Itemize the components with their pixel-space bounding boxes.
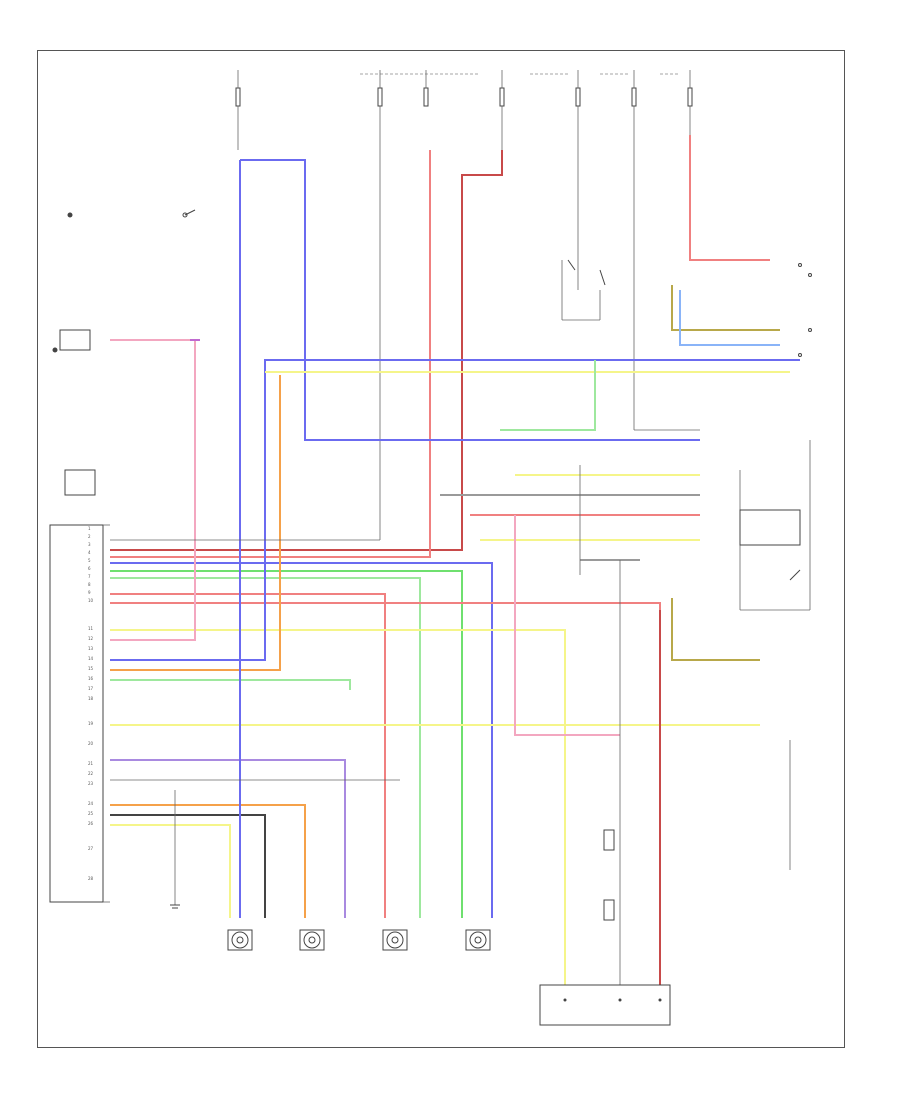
svg-text:18: 18 xyxy=(88,696,94,701)
wire-yellow-3 xyxy=(110,824,231,918)
switch-symbols xyxy=(52,209,812,921)
svg-text:12: 12 xyxy=(88,636,94,641)
svg-text:26: 26 xyxy=(88,821,94,826)
svg-text:2: 2 xyxy=(88,534,91,539)
wire-green-1 xyxy=(110,570,463,918)
fuse-7 xyxy=(687,87,693,107)
svg-text:20: 20 xyxy=(88,741,94,746)
wire-lightblue-1 xyxy=(679,290,780,346)
sensor-rear-right xyxy=(465,929,491,951)
ecu-module xyxy=(49,524,110,903)
wire-orange-2 xyxy=(110,804,306,918)
svg-text:14: 14 xyxy=(88,656,94,661)
svg-text:17: 17 xyxy=(88,686,94,691)
wire-blue-3 xyxy=(240,159,700,441)
wire-yellow-1 xyxy=(110,629,566,985)
wire-orange-1 xyxy=(110,375,281,671)
wire-red-5 xyxy=(689,135,770,261)
wire-olive-2 xyxy=(671,598,760,661)
svg-text:3: 3 xyxy=(88,542,91,547)
wire-red-1 xyxy=(110,150,503,551)
svg-text:23: 23 xyxy=(88,781,94,786)
svg-text:13: 13 xyxy=(88,646,94,651)
fuse-group xyxy=(235,87,693,107)
wire-purple-1 xyxy=(110,759,346,918)
fuse-2 xyxy=(377,87,383,107)
wire-pink-1 xyxy=(110,339,196,641)
svg-text:11: 11 xyxy=(88,626,94,631)
svg-text:15: 15 xyxy=(88,666,94,671)
diagram-frame xyxy=(37,50,845,1048)
wire-red-2 xyxy=(110,150,431,558)
wire-red-3 xyxy=(110,593,386,918)
svg-text:28: 28 xyxy=(88,876,94,881)
svg-text:10: 10 xyxy=(88,598,94,603)
wire-pink-2 xyxy=(514,515,620,736)
svg-text:25: 25 xyxy=(88,811,94,816)
ground-symbol xyxy=(170,904,180,909)
fuse-5 xyxy=(575,87,581,107)
wire-blue-2 xyxy=(110,359,800,661)
feed-lines xyxy=(237,70,700,540)
svg-text:4: 4 xyxy=(88,550,91,555)
svg-text:19: 19 xyxy=(88,721,94,726)
wire-black-1 xyxy=(110,814,266,918)
svg-text:9: 9 xyxy=(88,590,91,595)
svg-text:16: 16 xyxy=(88,676,94,681)
wire-green-3 xyxy=(110,679,351,690)
sensor-rear-left xyxy=(382,929,408,951)
ground-lines xyxy=(110,440,811,985)
wire-green-2 xyxy=(110,577,421,918)
svg-text:8: 8 xyxy=(88,582,91,587)
svg-text:27: 27 xyxy=(88,846,94,851)
fuse-4 xyxy=(499,87,505,107)
svg-text:21: 21 xyxy=(88,761,94,766)
wire-set xyxy=(110,135,800,985)
wheel-sensors xyxy=(227,929,491,951)
svg-text:1: 1 xyxy=(88,526,91,531)
svg-text:24: 24 xyxy=(88,801,94,806)
bottom-connector xyxy=(539,984,671,1026)
fuse-3 xyxy=(423,87,429,107)
svg-text:7: 7 xyxy=(88,574,91,579)
svg-text:5: 5 xyxy=(88,558,91,563)
wire-olive-1 xyxy=(671,285,780,331)
svg-text:6: 6 xyxy=(88,566,91,571)
wire-red-4 xyxy=(110,602,661,610)
fuse-6 xyxy=(631,87,637,107)
svg-text:22: 22 xyxy=(88,771,94,776)
sensor-front-left xyxy=(299,929,325,951)
wire-green-4 xyxy=(500,360,596,431)
fuse-1 xyxy=(235,87,241,107)
sensor-front-right xyxy=(227,929,253,951)
wire-blue-1 xyxy=(110,562,493,918)
